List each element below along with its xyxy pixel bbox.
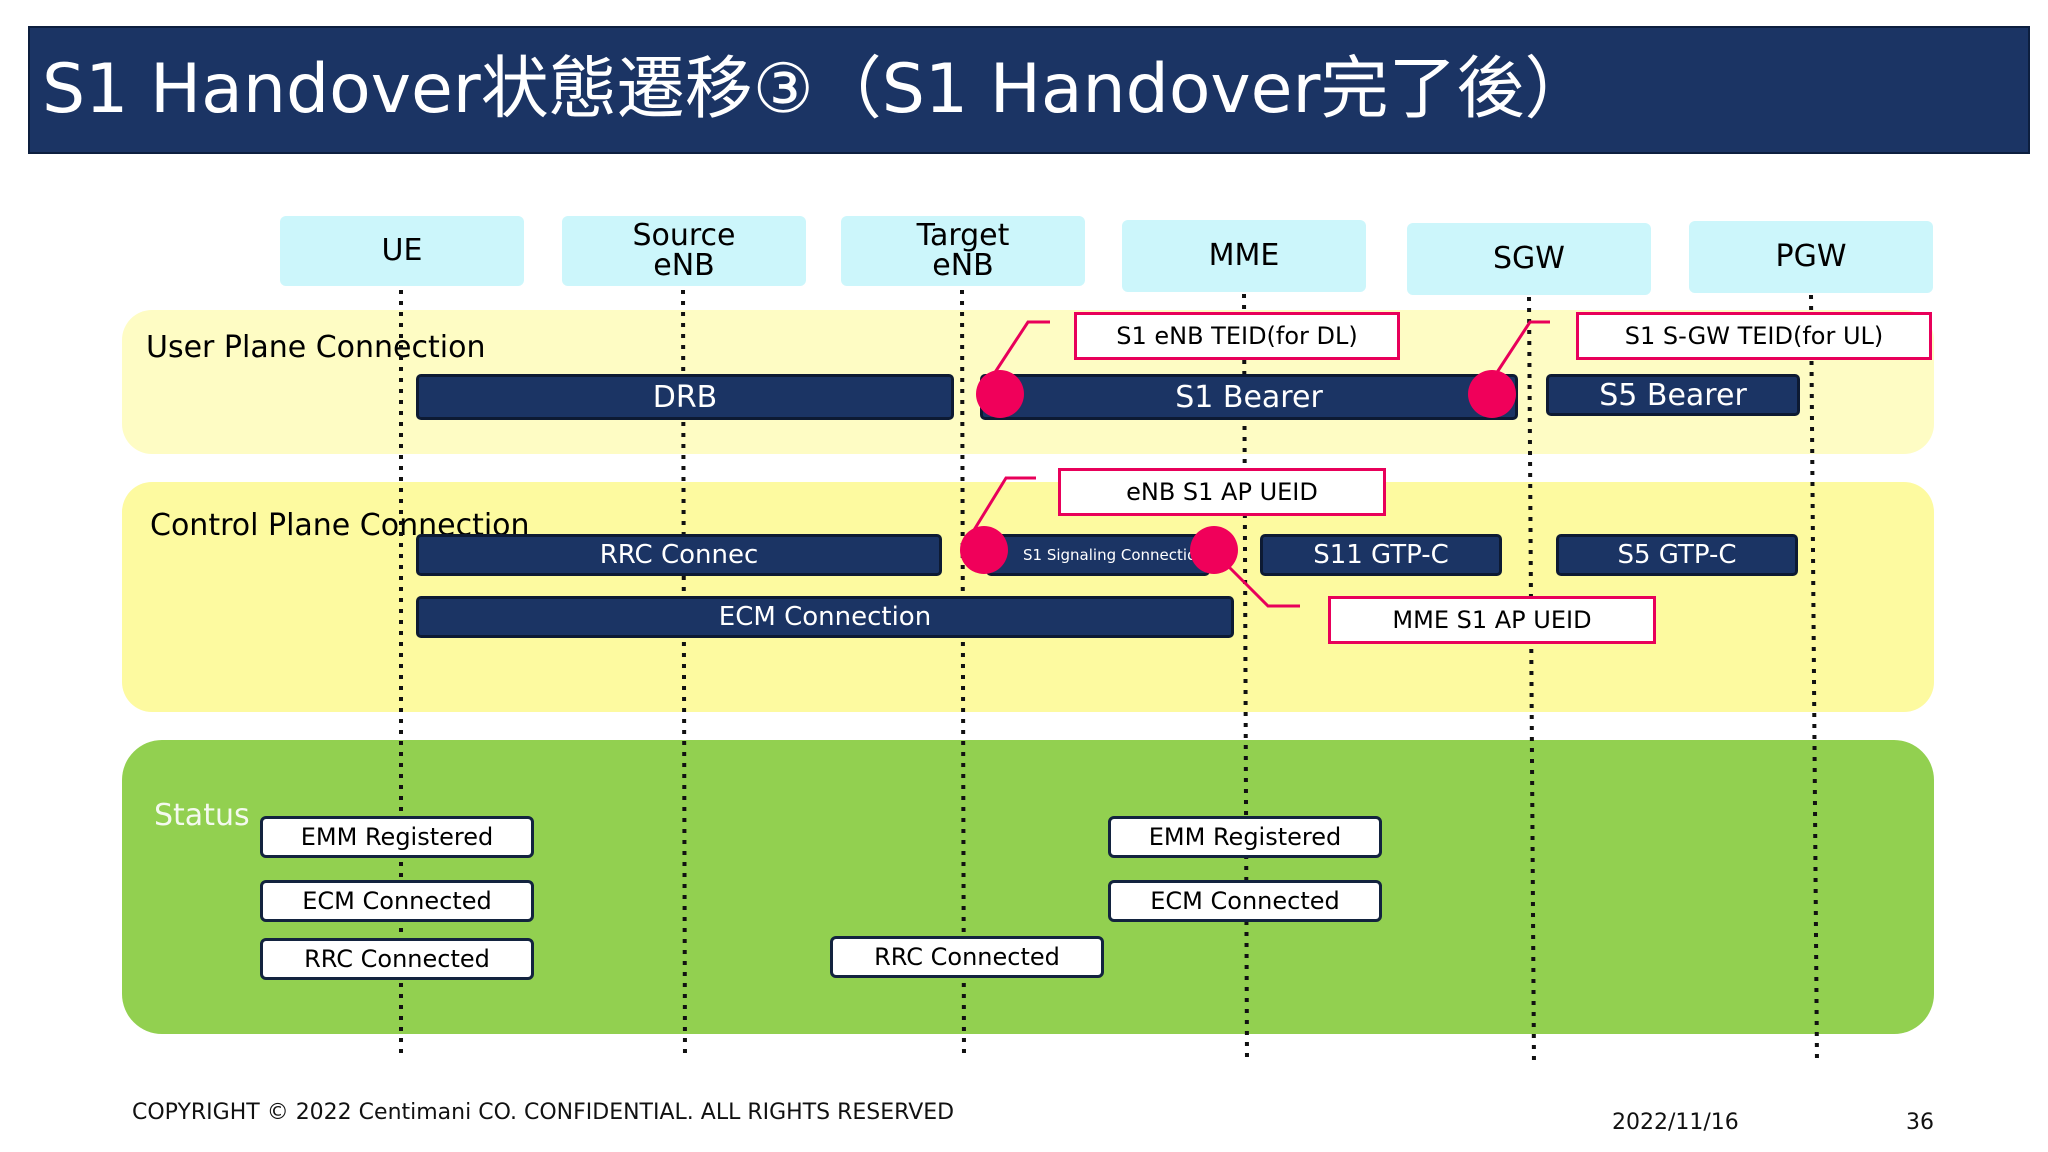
node-pgw: PGW [1689, 221, 1933, 293]
s1-bearer-bar: S1 Bearer [980, 374, 1518, 420]
connector-mme-s1ap-ueid [1226, 564, 1300, 608]
status-mme-ecm-connected: ECM Connected [1108, 880, 1382, 922]
node-sgw: SGW [1407, 223, 1651, 295]
drb-bar: DRB [416, 374, 954, 420]
endpoint-dot-s1ap-mme [1190, 526, 1238, 574]
lifeline-source-enb [681, 289, 687, 1061]
status-target-enb-rrc-connected: RRC Connected [830, 936, 1104, 978]
footer-page-number: 36 [1906, 1110, 1934, 1135]
s1-signaling-connection-bar: S1 Signaling Connection [986, 534, 1210, 576]
page-title: S1 Handover状態遷移③（S1 Handover完了後） [42, 50, 1593, 129]
callout-s1-sgw-teid: S1 S-GW TEID(for UL) [1576, 312, 1932, 360]
status-ue-ecm-connected: ECM Connected [260, 880, 534, 922]
status-mme-emm-registered: EMM Registered [1108, 816, 1382, 858]
node-mme: MME [1122, 220, 1366, 292]
rrc-connection-bar: RRC Connec [416, 534, 942, 576]
lifeline-sgw [1527, 296, 1536, 1067]
callout-mme-s1ap-ueid: MME S1 AP UEID [1328, 596, 1656, 644]
lifeline-target-enb [960, 289, 966, 1061]
s5-gtpc-bar: S5 GTP-C [1556, 534, 1798, 576]
lifeline-mme [1242, 293, 1249, 1063]
footer-copyright: COPYRIGHT © 2022 Centimani CO. CONFIDENT… [132, 1100, 955, 1125]
lifeline-pgw [1809, 294, 1819, 1065]
user-plane-label: User Plane Connection [146, 330, 486, 365]
s5-bearer-bar: S5 Bearer [1546, 374, 1800, 416]
node-target-enb: Target eNB [841, 216, 1085, 286]
s11-gtpc-bar: S11 GTP-C [1260, 534, 1502, 576]
footer-date: 2022/11/16 [1612, 1110, 1739, 1135]
connector-s1-enb-teid [988, 320, 1050, 381]
callout-s1-enb-teid: S1 eNB TEID(for DL) [1074, 312, 1400, 360]
connector-enb-s1ap-ueid [972, 476, 1036, 531]
endpoint-dot-s1ap-enb [960, 526, 1008, 574]
ecm-connection-bar: ECM Connection [416, 596, 1234, 638]
node-ue: UE [280, 216, 524, 286]
callout-enb-s1ap-ueid: eNB S1 AP UEID [1058, 468, 1386, 516]
status-label: Status [154, 798, 250, 833]
node-source-enb: Source eNB [562, 216, 806, 286]
title-bar [28, 26, 2030, 154]
connector-s1-sgw-teid [1490, 320, 1550, 381]
endpoint-dot-s1-enb [976, 370, 1024, 418]
endpoint-dot-s1-sgw [1468, 370, 1516, 418]
status-ue-rrc-connected: RRC Connected [260, 938, 534, 980]
status-ue-emm-registered: EMM Registered [260, 816, 534, 858]
